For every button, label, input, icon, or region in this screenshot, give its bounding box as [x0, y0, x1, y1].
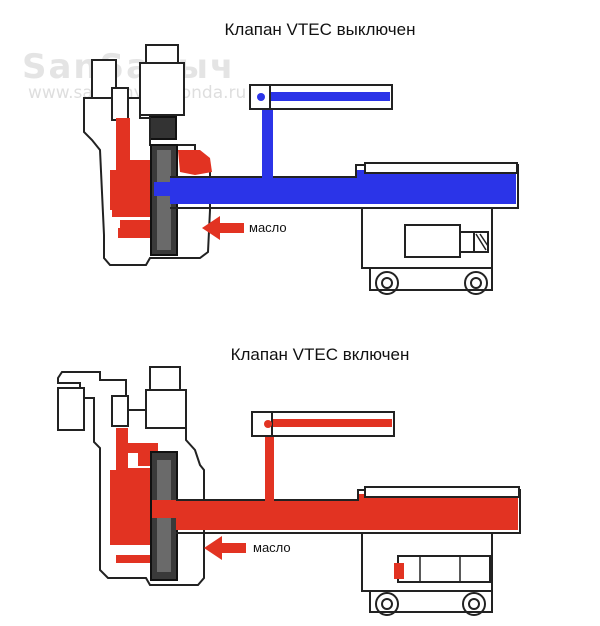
title-vtec-off: Клапан VTEC выключен: [224, 20, 416, 39]
solenoid-valve-off: [83, 44, 212, 266]
oil-inlet-arrow-bottom: масло: [204, 536, 291, 560]
rocker-assembly-on: [361, 486, 520, 616]
solenoid-valve-on: [57, 366, 205, 586]
oil-inlet-arrow-top: масло: [202, 216, 287, 240]
oil-label-top: масло: [249, 220, 287, 235]
watermark-url: www.sansanych-honda.ru: [28, 83, 246, 103]
rocker-assembly-off: [361, 162, 518, 295]
title-vtec-on: Клапан VTEC включен: [230, 345, 410, 364]
oil-label-bottom: масло: [253, 540, 291, 555]
oil-passage-red: [176, 411, 521, 587]
watermark-logo: SanSanыч: [22, 47, 235, 87]
oil-passage-blue: [170, 84, 519, 261]
